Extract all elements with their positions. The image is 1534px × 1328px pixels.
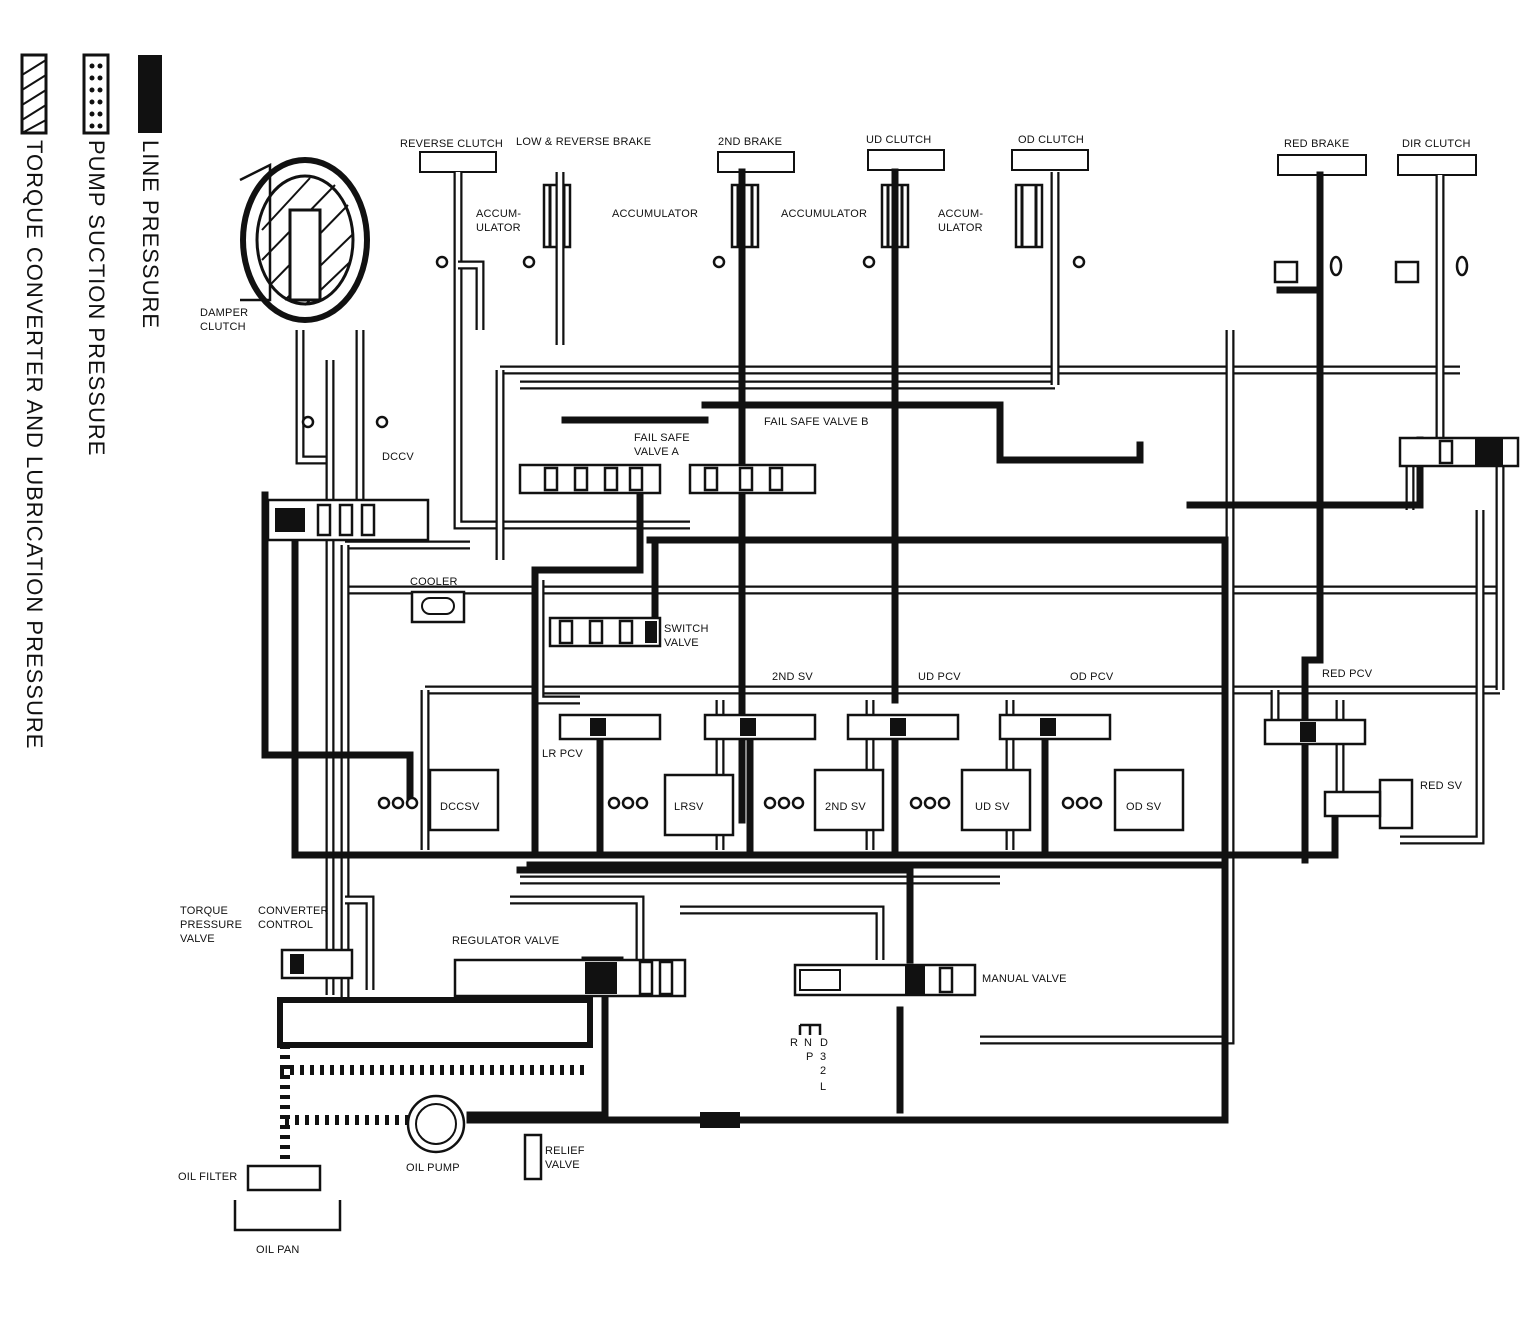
label-ud-clutch: UD CLUTCH <box>866 134 931 146</box>
legend-label-torque-converter: TORQUE CONVERTER AND LUBRICATION PRESSUR… <box>22 140 47 749</box>
shift-position-2: 2 <box>820 1065 826 1077</box>
label-damper-clutch-1: DAMPER <box>200 307 248 319</box>
label-lr-pcv: LR PCV <box>542 748 583 760</box>
label-lrsv: LRSV <box>674 801 704 813</box>
label-fail-safe-a-1: FAIL SAFE <box>634 432 690 444</box>
legend-label-pump-suction: PUMP SUCTION PRESSURE <box>84 140 109 456</box>
label-red-pcv: RED PCV <box>1322 668 1373 680</box>
oil-filter-icon <box>246 1164 322 1192</box>
shift-position-p: P <box>806 1051 814 1063</box>
label-accumulator-3: ACCUMULATOR <box>781 208 867 220</box>
legend: LINE PRESSURE PUMP SUCTION PRESSURE TORQ… <box>20 53 163 749</box>
label-oil-filter: OIL FILTER <box>178 1171 237 1183</box>
label-cooler: COOLER <box>410 576 458 588</box>
label-fail-safe-a-2: VALVE A <box>634 446 679 458</box>
label-accumulator-2: ACCUMULATOR <box>612 208 698 220</box>
dir-clutch-box <box>1397 154 1477 176</box>
label-second-brake: 2ND BRAKE <box>718 136 782 148</box>
second-sv-solenoid <box>813 768 885 832</box>
label-reverse-clutch: REVERSE CLUTCH <box>400 138 503 150</box>
label-red-sv: RED SV <box>1420 780 1463 792</box>
label-od-pcv: OD PCV <box>1070 671 1114 683</box>
label-manual-valve: MANUAL VALVE <box>982 973 1067 985</box>
label-ud-sv: UD SV <box>975 801 1010 813</box>
ud-sv-solenoid <box>960 768 1032 832</box>
shift-position-l: L <box>820 1081 826 1093</box>
od-sv-solenoid <box>1113 768 1185 832</box>
label-regulator-valve: REGULATOR VALVE <box>452 935 559 947</box>
label-od-sv: OD SV <box>1126 801 1162 813</box>
label-second-sv-top: 2ND SV <box>772 671 813 683</box>
label-low-reverse-brake: LOW & REVERSE BRAKE <box>516 136 651 148</box>
reverse-clutch-box <box>419 151 497 173</box>
label-accumulator-4b: ULATOR <box>938 222 983 234</box>
legend-swatch-pump-suction <box>82 53 110 135</box>
shift-position-n: N <box>804 1037 812 1049</box>
label-relief-2: VALVE <box>545 1159 580 1171</box>
lr-pcv <box>558 713 662 741</box>
label-switch-valve-1: SWITCH <box>664 623 709 635</box>
valve-bodies <box>233 415 1520 1232</box>
label-converter-2: CONTROL <box>258 919 313 931</box>
shift-position-3: 3 <box>820 1051 826 1063</box>
lrsv-solenoid <box>663 773 735 837</box>
label-oil-pump: OIL PUMP <box>406 1162 460 1174</box>
legend-label-line-pressure: LINE PRESSURE <box>138 140 163 329</box>
label-torque-2: PRESSURE <box>180 919 242 931</box>
od-clutch-box <box>1011 149 1089 171</box>
label-dccsv: DCCSV <box>440 801 480 813</box>
label-damper-clutch-2: CLUTCH <box>200 321 246 333</box>
top-components <box>419 149 1477 176</box>
label-accumulator-1b: ULATOR <box>476 222 521 234</box>
label-red-brake: RED BRAKE <box>1284 138 1349 150</box>
label-od-clutch: OD CLUTCH <box>1018 134 1084 146</box>
red-sv-solenoid <box>1378 778 1414 830</box>
label-torque-1: TORQUE <box>180 905 228 917</box>
second-pcv <box>703 713 817 741</box>
shift-position-r: R <box>790 1037 798 1049</box>
label-accumulator-4a: ACCUM- <box>938 208 983 220</box>
shift-position-d: D <box>820 1037 828 1049</box>
shift-lever-icon <box>798 1023 822 1035</box>
label-fail-safe-b: FAIL SAFE VALVE B <box>764 416 869 428</box>
label-dir-clutch: DIR CLUTCH <box>1402 138 1471 150</box>
oil-pan-icon <box>233 1200 342 1232</box>
label-second-sv: 2ND SV <box>825 801 866 813</box>
label-relief-1: RELIEF <box>545 1145 585 1157</box>
dccsv-solenoid <box>428 768 500 832</box>
torque-converter <box>239 157 370 323</box>
label-dccv: DCCV <box>382 451 414 463</box>
ud-clutch-box <box>867 149 945 171</box>
legend-swatch-line-pressure <box>138 55 162 133</box>
relief-valve-icon <box>523 1133 543 1181</box>
label-ud-pcv: UD PCV <box>918 671 961 683</box>
label-switch-valve-2: VALVE <box>664 637 699 649</box>
second-brake-box <box>717 151 795 173</box>
label-accumulator-1a: ACCUM- <box>476 208 521 220</box>
label-torque-3: VALVE <box>180 933 215 945</box>
line-pressure-lines <box>261 168 1424 1124</box>
label-converter-1: CONVERTER <box>258 905 329 917</box>
label-oil-pan: OIL PAN <box>256 1244 300 1256</box>
